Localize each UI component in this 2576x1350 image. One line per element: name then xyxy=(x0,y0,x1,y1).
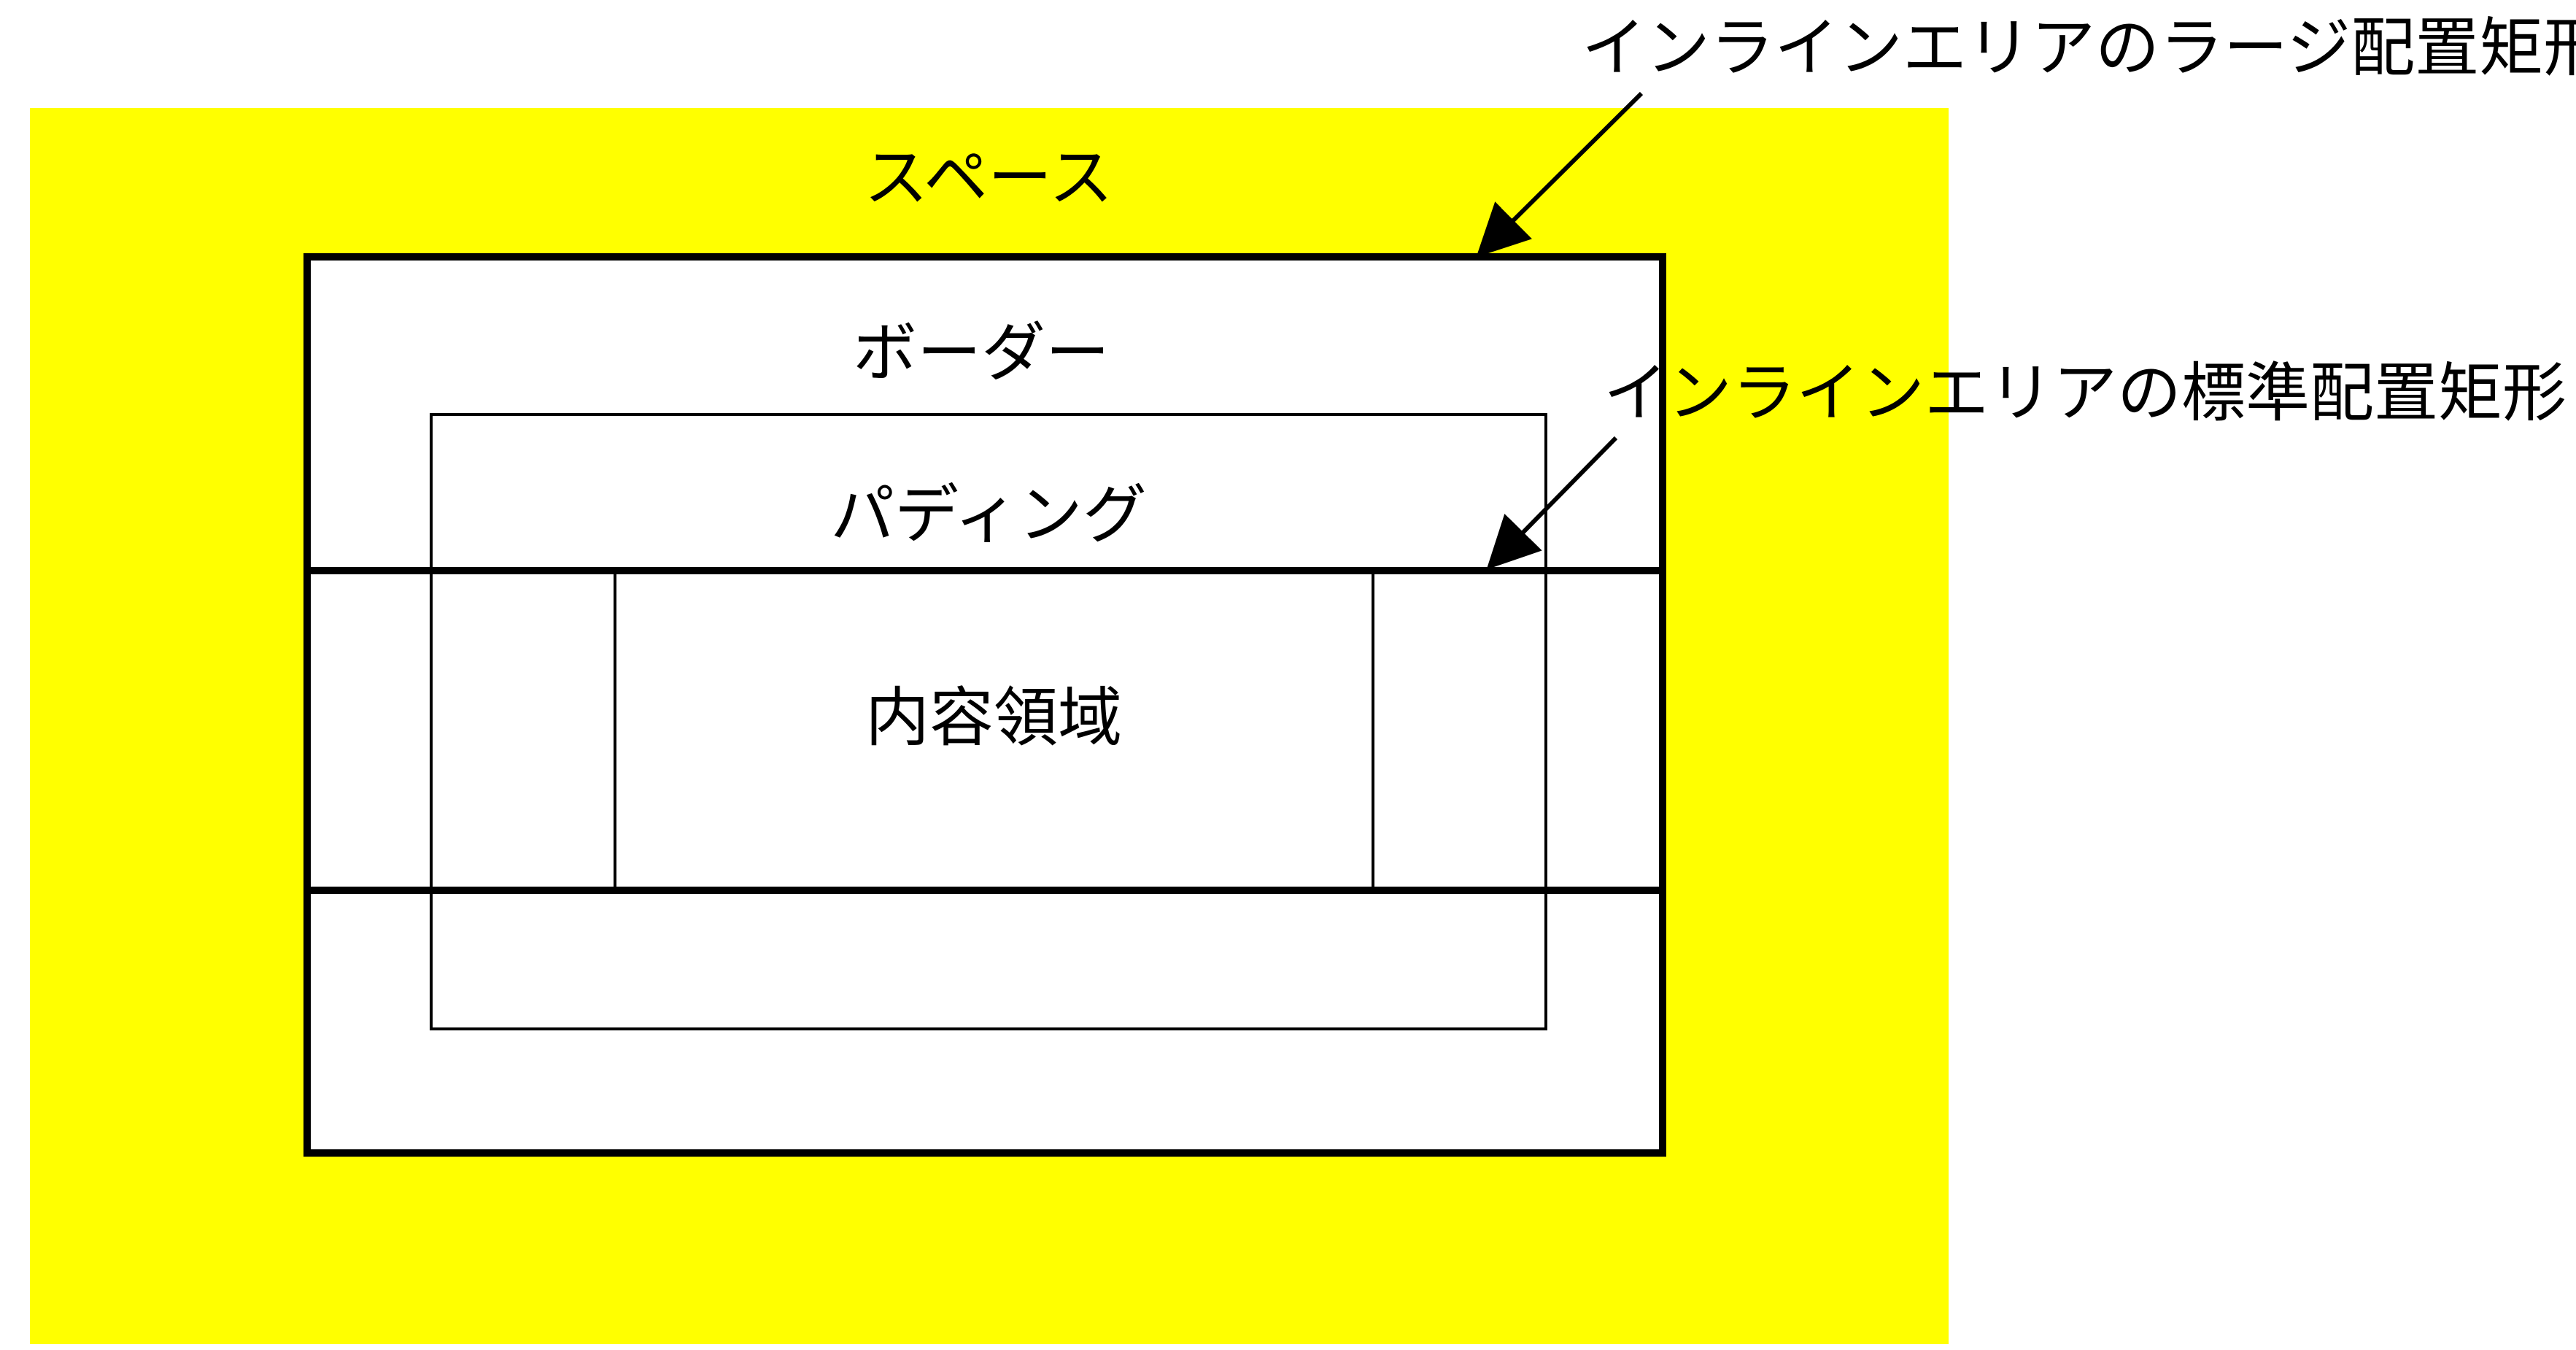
padding-box xyxy=(430,413,1547,1030)
large-rect-callout-arrow xyxy=(1476,91,1644,258)
large-rect-callout-label: インラインエリアのラージ配置矩形 xyxy=(1582,10,2576,85)
standard-rect-callout-arrow xyxy=(1486,436,1618,570)
content-area-label: 内容領域 xyxy=(865,680,1122,755)
border-label: ボーダー xyxy=(853,315,1110,390)
space-label: スペース xyxy=(864,140,1113,215)
padding-label: パディング xyxy=(830,477,1147,552)
standard-rect-callout-label: インラインエリアの標準配置矩形 xyxy=(1604,355,2567,431)
border-box xyxy=(303,253,1666,1157)
